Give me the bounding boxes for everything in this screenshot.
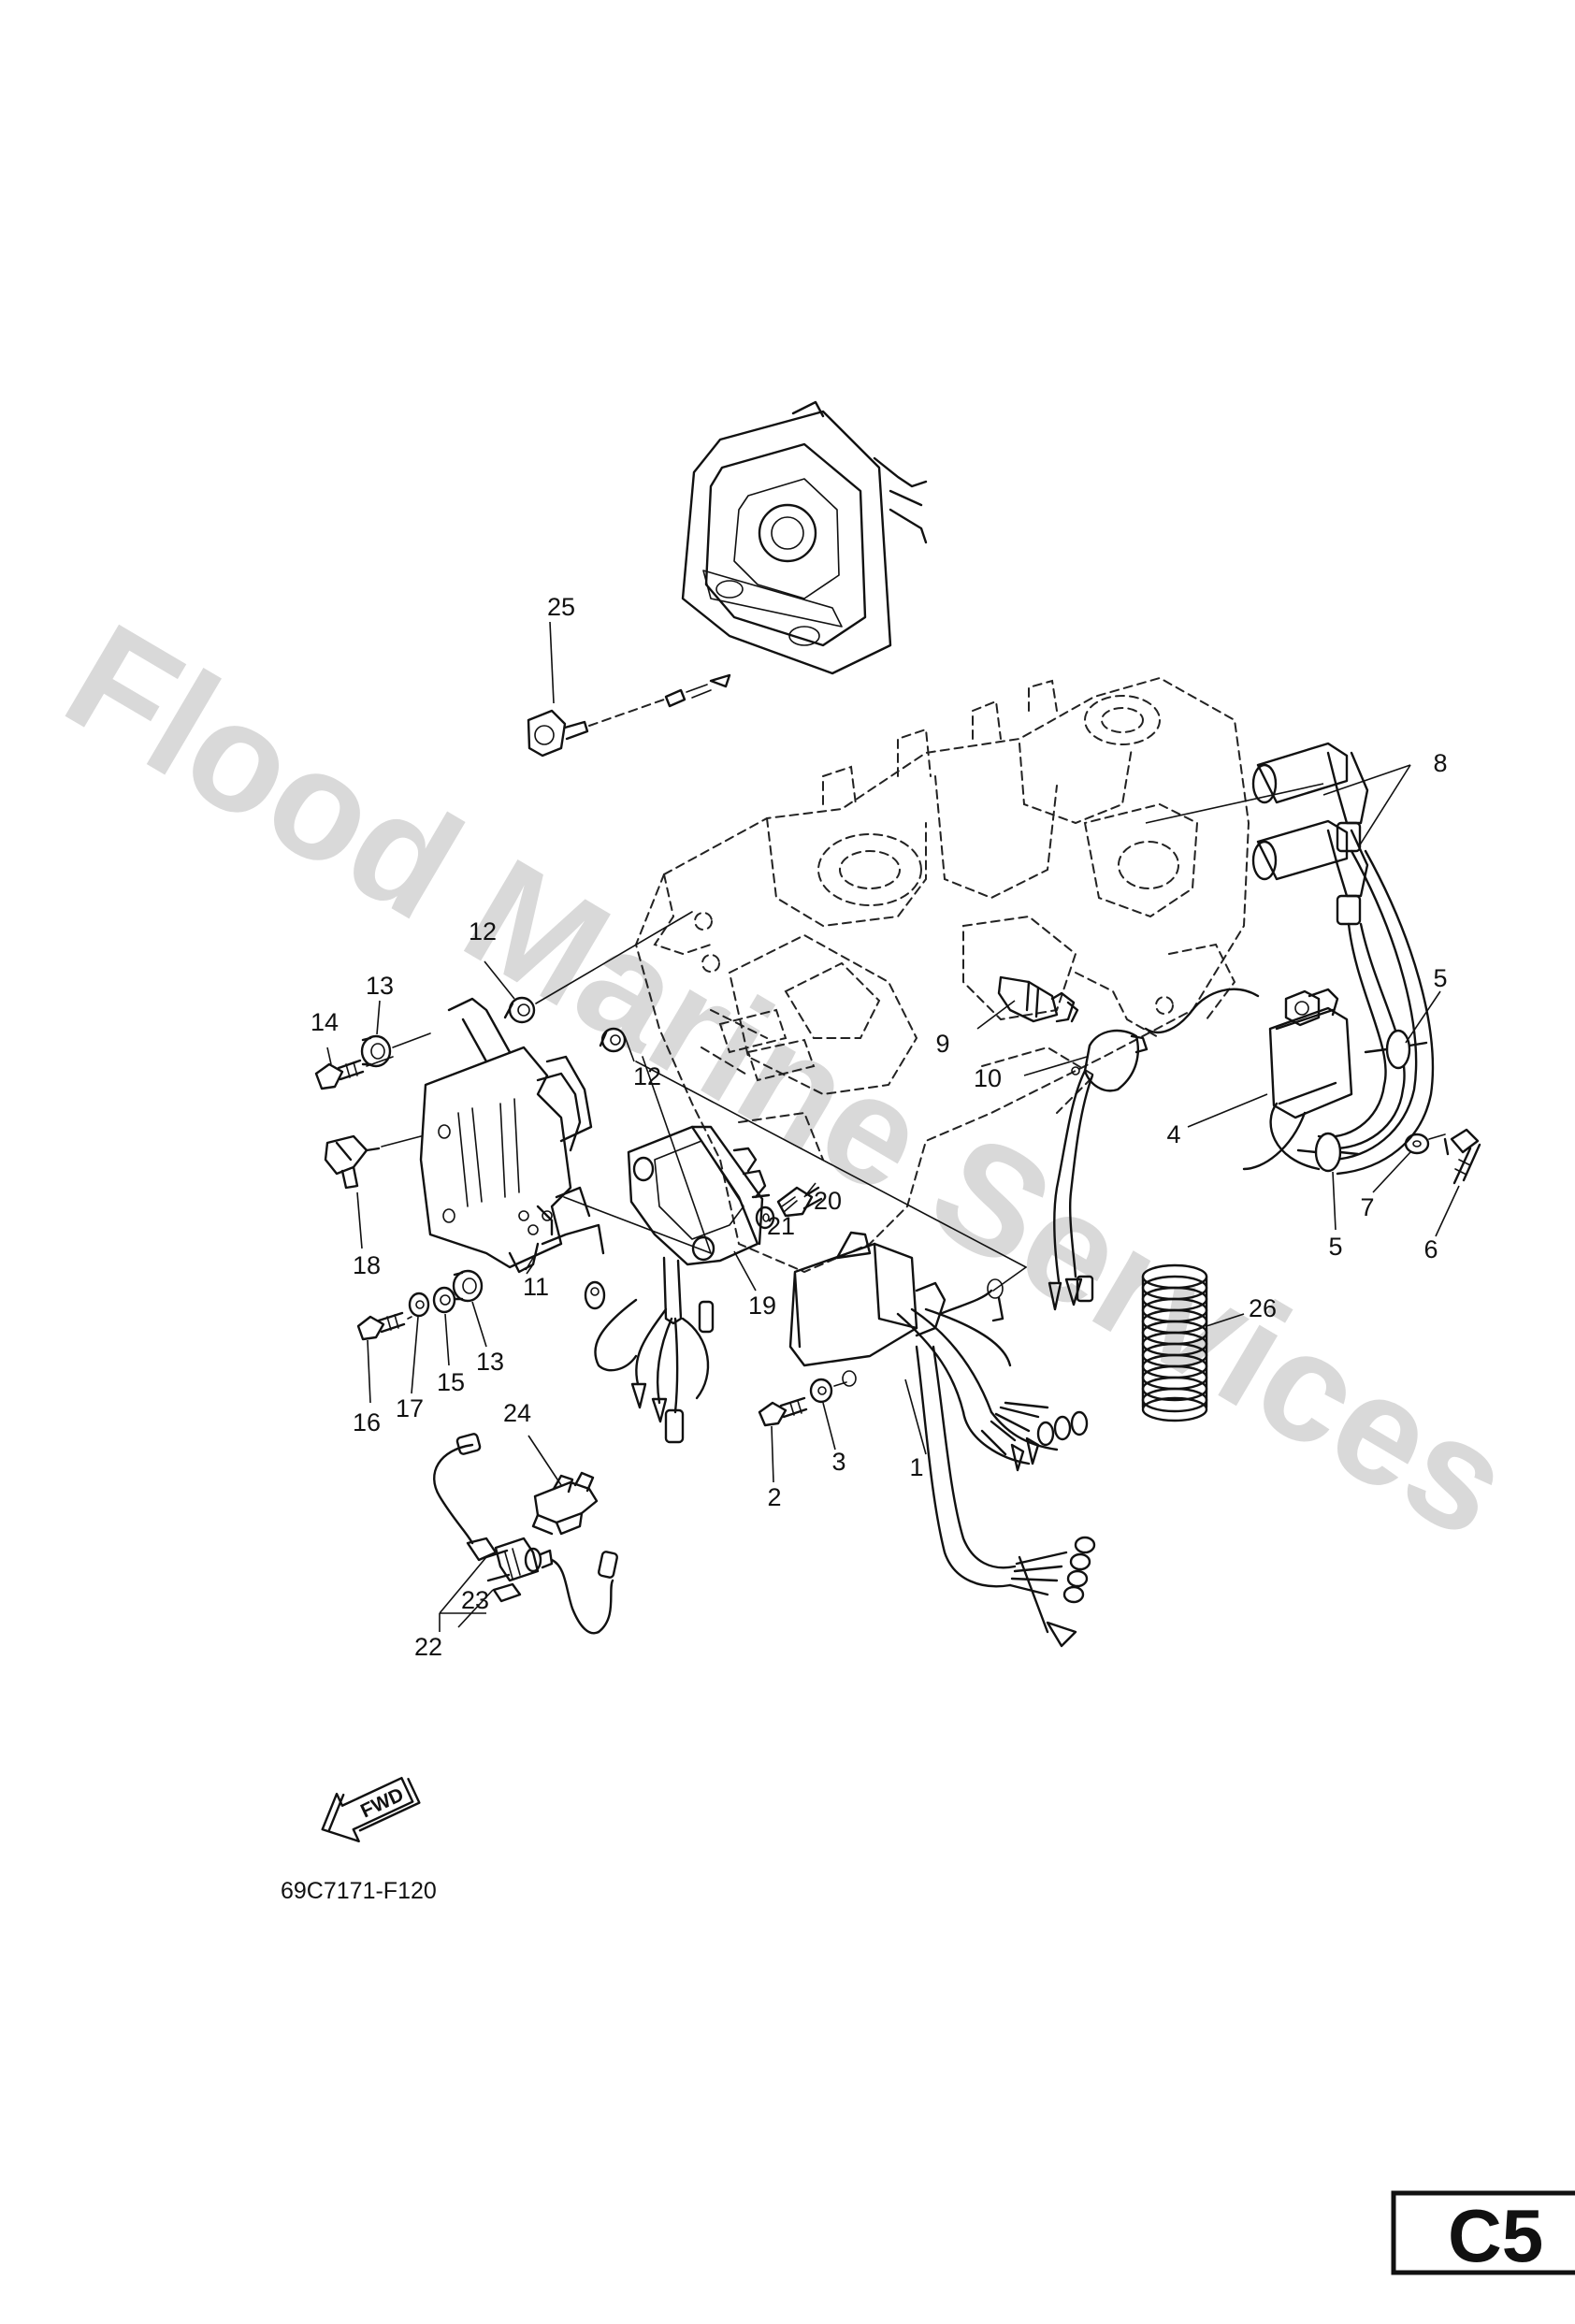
callout-4: 4 xyxy=(1166,1120,1180,1148)
callout-23: 23 xyxy=(461,1586,489,1614)
callout-7: 7 xyxy=(1360,1193,1374,1221)
washer-3 xyxy=(809,1378,833,1404)
rectifier-19 xyxy=(584,1125,771,1444)
washer-15 xyxy=(432,1286,456,1314)
callout-20: 20 xyxy=(814,1187,842,1215)
bolt-16 xyxy=(356,1311,406,1341)
callout-22: 22 xyxy=(414,1633,442,1661)
callout-13-lower: 13 xyxy=(476,1348,504,1376)
cdi-unit-1 xyxy=(788,1231,1096,1648)
washer-7 xyxy=(1404,1133,1430,1155)
wire-cap-10 xyxy=(1048,1029,1149,1311)
watermark-text: Flood Marine Services xyxy=(39,591,1538,1570)
drawing-code: 69C7171-F120 xyxy=(281,1878,437,1904)
callout-15: 15 xyxy=(437,1368,465,1396)
bolt-6 xyxy=(1443,1128,1481,1185)
callout-3: 3 xyxy=(831,1448,845,1476)
bushing-lower-13 xyxy=(452,1269,484,1303)
bolt-20 xyxy=(776,1186,823,1218)
holder-24 xyxy=(531,1471,599,1536)
callout-5-upper: 5 xyxy=(1433,964,1447,992)
grommet-lower-5 xyxy=(1296,1132,1360,1173)
section-badge: C5 xyxy=(1391,2190,1575,2277)
callout-8: 8 xyxy=(1433,749,1447,777)
callout-17: 17 xyxy=(396,1394,424,1422)
callout-25: 25 xyxy=(547,593,575,621)
clip-18 xyxy=(324,1134,381,1190)
callout-21: 21 xyxy=(767,1212,795,1240)
callout-11: 11 xyxy=(523,1273,549,1301)
harness-22 xyxy=(433,1433,618,1635)
callout-12-upper: 12 xyxy=(469,917,497,945)
callout-16: 16 xyxy=(353,1408,381,1436)
callout-9: 9 xyxy=(935,1030,949,1058)
sensor-25 xyxy=(527,621,731,758)
top-cover-part xyxy=(681,400,928,675)
callout-10: 10 xyxy=(974,1064,1002,1092)
callout-24: 24 xyxy=(503,1399,531,1427)
callout-labels: 1 2 3 4 5 5 6 7 8 9 10 11 12 12 13 13 14… xyxy=(311,593,1448,1661)
grommet-lower-12 xyxy=(599,1027,627,1053)
callout-18: 18 xyxy=(353,1251,381,1279)
callout-2: 2 xyxy=(767,1483,781,1511)
callout-13-upper: 13 xyxy=(366,972,394,1000)
callout-6: 6 xyxy=(1423,1235,1438,1263)
bolt-2 xyxy=(758,1396,808,1427)
bolt-14 xyxy=(314,1059,365,1090)
section-badge-label: C5 xyxy=(1448,2194,1543,2277)
callout-5-lower: 5 xyxy=(1328,1233,1342,1261)
callout-14: 14 xyxy=(311,1008,339,1036)
washer-21 xyxy=(755,1205,775,1230)
sensor-9 xyxy=(997,975,1079,1023)
connector-23 xyxy=(484,1549,522,1603)
coiled-tube-26 xyxy=(1141,1263,1208,1422)
plug-cap-upper-8 xyxy=(1251,742,1369,853)
bushing-upper-13 xyxy=(360,1034,392,1068)
washer-17 xyxy=(408,1292,430,1318)
callout-26: 26 xyxy=(1249,1294,1277,1322)
callout-12-lower: 12 xyxy=(633,1062,661,1090)
grommet-upper-5 xyxy=(1364,1029,1428,1070)
ignition-coil-4 xyxy=(1144,988,1353,1171)
callout-19: 19 xyxy=(748,1292,776,1320)
forward-direction-arrow: FWD xyxy=(321,1776,421,1843)
plug-cap-lower-8 xyxy=(1251,819,1369,926)
bracket-11 xyxy=(419,997,605,1274)
grommet-upper-12 xyxy=(503,996,536,1024)
callout-1: 1 xyxy=(909,1453,923,1481)
